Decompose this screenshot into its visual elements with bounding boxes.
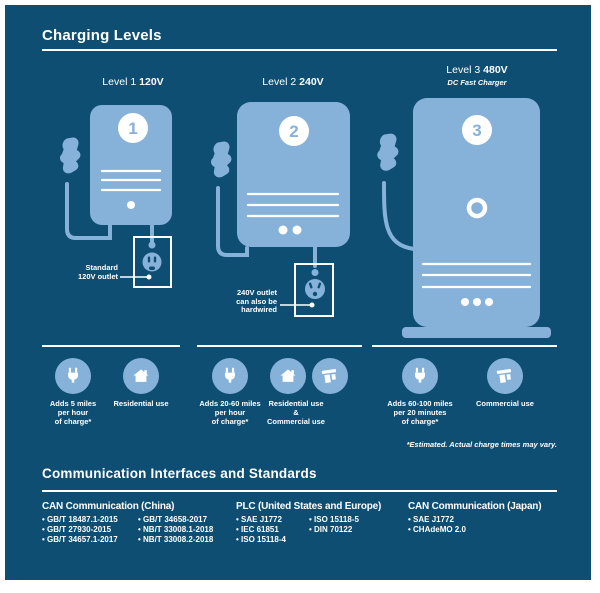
level-2-outlet-note: 240V outlet can also be hardwired <box>236 288 277 314</box>
outlet-plate <box>133 236 172 288</box>
charging-levels-title: Charging Levels <box>42 27 162 44</box>
charger-indicator-dot <box>278 225 288 235</box>
charger-body <box>237 102 350 247</box>
level-3-charger-illustration: 3 <box>377 98 551 338</box>
charger-indicator-dot <box>127 201 135 209</box>
outlet-plate <box>294 263 334 317</box>
estimate-footnote: *Estimated. Actual charge times may vary… <box>406 440 557 449</box>
standards-list: • SAE J1772 • IEC 61851 • ISO 15118-4 <box>236 515 286 545</box>
outlet-slot <box>317 282 322 289</box>
standard-item: • NB/T 33008.1-2018 <box>138 525 214 534</box>
level-2-rate-caption: Adds 20-60 miles per hour of charge* <box>199 399 261 426</box>
plug-icon <box>402 358 438 394</box>
ev-plug-connector-icon <box>377 133 399 171</box>
level-3-name: Level 3 <box>446 64 481 76</box>
charging-cable <box>216 186 249 257</box>
ev-plug-connector-icon <box>59 137 81 174</box>
standards-group-plc-heading: PLC (United States and Europe) <box>236 501 382 512</box>
ev-plug-connector-icon <box>210 141 232 178</box>
store-icon <box>487 358 523 394</box>
outlet-slot <box>308 282 313 289</box>
charger-body <box>90 105 172 225</box>
level-2-name: Level 2 <box>262 76 297 88</box>
charging-cable <box>382 181 416 251</box>
level-3-subtitle: DC Fast Charger <box>447 78 507 87</box>
level-1-rate-caption: Adds 5 miles per hour of charge* <box>49 399 97 426</box>
plug-icon <box>212 358 248 394</box>
standard-item: • CHAdeMO 2.0 <box>408 525 466 534</box>
divider-level-3 <box>372 345 557 347</box>
level-number-badge <box>279 116 309 146</box>
house-icon <box>123 358 159 394</box>
level-3-use-caption: Commercial use <box>476 399 534 408</box>
standards-list: • SAE J1772 • CHAdeMO 2.0 <box>408 515 466 535</box>
level-2-voltage: 240V <box>299 76 324 88</box>
charger-indicator-dot <box>292 225 302 235</box>
level-1-outlet-note: Standard 120V outlet <box>77 263 118 281</box>
outlet-slot <box>153 256 157 263</box>
standard-item: • SAE J1772 <box>408 515 454 524</box>
charger-body <box>413 98 540 327</box>
standard-item: • GB/T 34658-2017 <box>138 515 208 524</box>
level-1-use-caption: Residential use <box>113 399 169 408</box>
charger-port-ring <box>466 197 488 219</box>
standard-item: • GB/T 27930-2015 <box>42 525 112 534</box>
callout-dot <box>309 302 315 308</box>
level-2-charger-illustration: 2 <box>210 102 350 317</box>
standard-item: • NB/T 33008.2-2018 <box>138 535 214 544</box>
divider-level-1 <box>42 345 180 347</box>
outlet-slot <box>147 256 151 263</box>
standards-group-japan-heading: CAN Communication (Japan) <box>408 501 542 512</box>
house-icon <box>270 358 306 394</box>
plug-icon <box>55 358 91 394</box>
standard-item: • ISO 15118-4 <box>236 535 286 544</box>
level-1-name: Level 1 <box>102 76 137 88</box>
charger-base <box>402 327 551 338</box>
level-number: 1 <box>128 119 137 138</box>
outlet-ground-hole <box>312 291 318 297</box>
standards-list: • ISO 15118-5 • DIN 70122 <box>309 515 359 535</box>
level-number: 2 <box>289 122 298 141</box>
charger-indicator-dot <box>461 298 469 306</box>
standard-item: • DIN 70122 <box>309 525 353 534</box>
level-number-badge <box>118 113 148 143</box>
standards-group-china-heading: CAN Communication (China) <box>42 501 175 512</box>
standard-item: • ISO 15118-5 <box>309 515 359 524</box>
outlet-ground-hole <box>149 266 155 270</box>
level-3-voltage: 480V <box>483 64 508 76</box>
outlet-screw <box>148 241 156 249</box>
level-1-charger-illustration: 1 <box>59 105 172 288</box>
standards-underline <box>42 490 557 492</box>
store-icon <box>312 358 348 394</box>
level-1-voltage: 120V <box>139 76 164 88</box>
outlet-socket-icon <box>142 252 162 272</box>
standard-item: • IEC 61851 <box>236 525 279 534</box>
charger-indicator-dot <box>473 298 481 306</box>
standard-item: • SAE J1772 <box>236 515 282 524</box>
level-3-rate-caption: Adds 60-100 miles per 20 minutes of char… <box>387 399 453 426</box>
standards-list: • GB/T 34658-2017 • NB/T 33008.1-2018 • … <box>138 515 213 545</box>
level-number-badge <box>462 115 492 145</box>
standard-item: • GB/T 18487.1-2015 <box>42 515 118 524</box>
callout-dot <box>146 274 152 280</box>
standard-item: • GB/T 34657.1-2017 <box>42 535 118 544</box>
standards-title: Communication Interfaces and Standards <box>42 466 317 481</box>
divider-level-2 <box>197 345 362 347</box>
charger-indicator-dot <box>485 298 493 306</box>
level-number: 3 <box>472 121 481 140</box>
charging-cable <box>65 182 112 240</box>
outlet-screw <box>311 269 319 276</box>
standards-list: • GB/T 18487.1-2015 • GB/T 27930-2015 • … <box>42 515 118 545</box>
charging-levels-underline <box>42 49 557 51</box>
level-2-use-caption: Residential use & Commercial use <box>267 399 325 426</box>
